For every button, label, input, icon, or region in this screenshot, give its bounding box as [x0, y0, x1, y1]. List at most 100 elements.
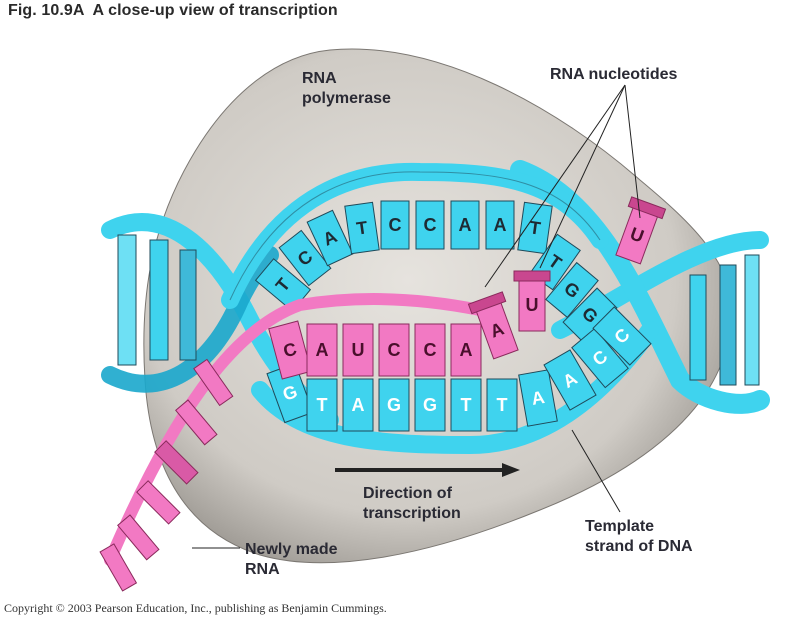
rna-base-letter: A: [316, 340, 329, 360]
free-nucleotide-letter: A: [487, 318, 506, 341]
nontemplate-base: T: [344, 201, 380, 255]
rna-base-letter: U: [352, 340, 365, 360]
nontemplate-base: C: [415, 200, 445, 250]
nontemplate-base-shape: [306, 209, 354, 267]
label-direction-2: transcription: [363, 505, 461, 522]
nontemplate-base: T: [517, 201, 553, 255]
label-rna-polymerase-1: RNA: [302, 70, 337, 87]
template-base-shape: [342, 378, 374, 432]
nontemplate-base: C: [380, 200, 410, 250]
free-nucleotides: AUU: [467, 196, 667, 360]
template-base: A: [342, 378, 374, 432]
nontemplate-base-shape: [415, 200, 445, 250]
template-base: A: [543, 349, 597, 411]
label-rna-nucleotides: RNA nucleotides: [550, 66, 678, 83]
free-nucleotide-letter: U: [627, 223, 646, 246]
label-direction-1: Direction of: [363, 485, 453, 502]
template-base-letter: G: [280, 381, 300, 405]
rna-base: A: [306, 323, 338, 377]
nucleotide-phosphate-cap: [513, 270, 551, 282]
template-base-shape: [486, 378, 518, 432]
rna-base: C: [414, 323, 446, 377]
label-template-2: strand of DNA: [585, 538, 693, 555]
template-base-letter: A: [530, 387, 546, 409]
pointer-line-nucleotide-2: [539, 84, 626, 269]
rna-base-letter: C: [388, 340, 401, 360]
template-base-shape: [450, 378, 482, 432]
nontemplate-base: A: [450, 200, 480, 250]
label-new-rna-2: RNA: [245, 561, 280, 578]
nontemplate-base-shape: [380, 200, 410, 250]
rna-backbone: [104, 292, 486, 566]
label-rna-polymerase-2: polymerase: [302, 90, 391, 107]
nontemplate-base-shape: [517, 201, 553, 255]
nontemplate-base: T: [254, 258, 312, 312]
nontemplate-base-letter: C: [389, 215, 402, 235]
rna-base-shape: [342, 323, 374, 377]
template-base-shape: [592, 306, 652, 366]
pointer-line-template: [571, 429, 621, 513]
free-nucleotide: U: [615, 205, 659, 265]
template-base-shape: [543, 349, 597, 411]
template-base-letter: G: [387, 395, 401, 415]
template-base: A: [518, 369, 558, 427]
rna-base: A: [450, 323, 482, 377]
label-new-rna-1: Newly made: [245, 541, 338, 558]
template-base-letter: A: [352, 395, 365, 415]
rna-base: C: [378, 323, 410, 377]
rna-tail-bases: [99, 358, 234, 592]
nontemplate-base: C: [278, 229, 332, 287]
copyright-notice: Copyright © 2003 Pearson Education, Inc.…: [4, 601, 387, 615]
nontemplate-base-shape: [344, 201, 380, 255]
free-nucleotide: U: [518, 278, 546, 332]
nontemplate-base: A: [485, 200, 515, 250]
nontemplate-base-shape: [545, 261, 599, 319]
label-template-1: Template: [585, 518, 654, 535]
nontemplate-base: A: [306, 209, 354, 267]
template-base-shape: [518, 369, 558, 427]
free-nucleotide-shape: [518, 278, 546, 332]
rna-base-shape: [414, 323, 446, 377]
template-base: T: [306, 378, 338, 432]
template-base-shape: [306, 378, 338, 432]
nontemplate-base: G: [545, 261, 599, 319]
free-nucleotide: A: [475, 300, 519, 360]
template-base-shape: [571, 327, 629, 389]
nontemplate-base-shape: [278, 229, 332, 287]
rna-base-letter: C: [281, 339, 299, 362]
rna-base-shape: [306, 323, 338, 377]
rna-base-shape: [378, 323, 410, 377]
nontemplate-base-letter: T: [355, 217, 369, 238]
template-base-shape: [414, 378, 446, 432]
nucleotide-phosphate-cap: [467, 291, 507, 315]
rna-base-letter: C: [424, 340, 437, 360]
rna-base-shape: [268, 320, 312, 380]
nucleotide-phosphate-cap: [627, 196, 667, 220]
template-base: C: [571, 327, 629, 389]
rna-base-shape: [450, 323, 482, 377]
template-base-shape: [378, 378, 410, 432]
nontemplate-base-shape: [450, 200, 480, 250]
free-nucleotide-letter: U: [526, 295, 539, 315]
rna-base: U: [342, 323, 374, 377]
template-base-letter: T: [461, 395, 472, 415]
template-base: G: [378, 378, 410, 432]
pointer-line-nucleotide-1: [484, 84, 626, 288]
template-base: C: [592, 306, 652, 366]
rna-base: C: [268, 320, 312, 380]
template-base: T: [450, 378, 482, 432]
template-base-letter: T: [497, 395, 508, 415]
nontemplate-base-shape: [485, 200, 515, 250]
template-base-letter: G: [423, 395, 437, 415]
nontemplate-base-letter: T: [528, 217, 542, 238]
figure-title: Fig. 10.9A A close-up view of transcript…: [8, 2, 338, 19]
nontemplate-base-letter: A: [494, 215, 507, 235]
template-base-letter: T: [317, 395, 328, 415]
nontemplate-base-letter: A: [459, 215, 472, 235]
pointer-line-nucleotide-3: [624, 84, 641, 219]
template-base: G: [414, 378, 446, 432]
